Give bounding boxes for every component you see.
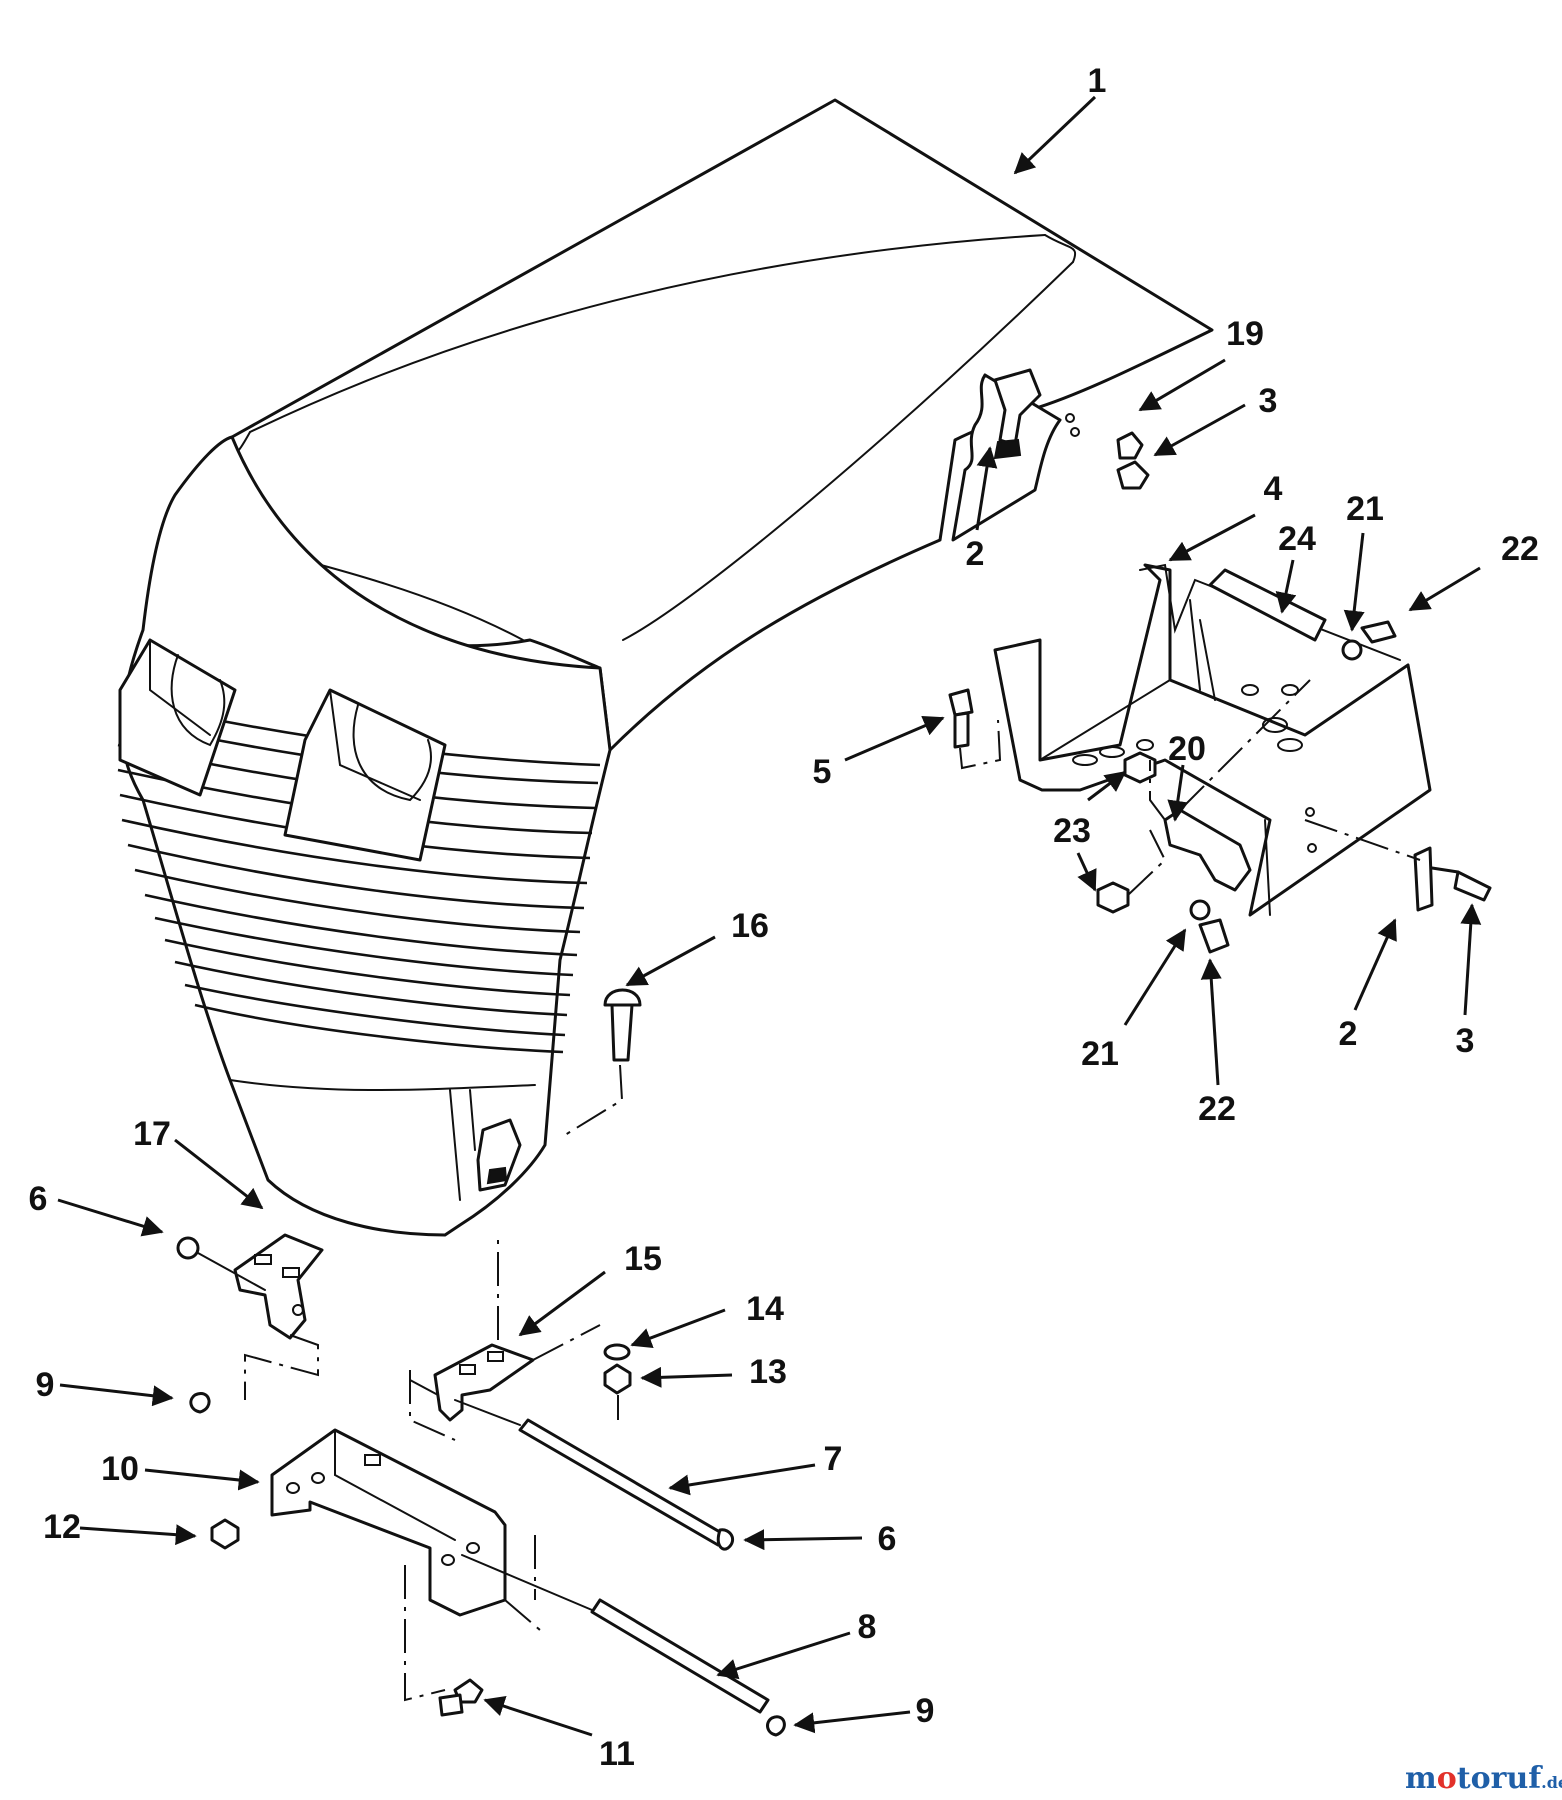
callout-2-lower: 2: [1339, 1015, 1358, 1053]
watermark: motoruf.de: [1405, 1761, 1562, 1796]
washer-6-left: [176, 1236, 200, 1260]
callout-6-left: 6: [29, 1180, 48, 1218]
bolt-11: [438, 1678, 484, 1717]
callout-15: 15: [624, 1240, 662, 1278]
callout-9-lower: 9: [916, 1692, 935, 1730]
nut-23-lower: [1096, 829, 1167, 914]
hood: [117, 98, 1214, 1237]
callout-14: 14: [746, 1290, 784, 1328]
left-headlight: [118, 638, 237, 797]
callout-5: 5: [813, 753, 832, 791]
callout-24: 24: [1278, 520, 1316, 558]
callout-12: 12: [43, 1508, 81, 1546]
latch-screws: [1116, 431, 1150, 490]
callout-23-upper: 23: [1053, 812, 1091, 850]
watermark-text: motoruf.de: [1405, 1761, 1562, 1796]
callout-6-lower: 6: [878, 1520, 897, 1558]
nut-12: [210, 1518, 240, 1550]
right-headlight: [283, 688, 447, 862]
callout-16: 16: [731, 907, 769, 945]
callout-8: 8: [858, 1608, 877, 1646]
bracket-assembly: [993, 563, 1432, 917]
callout-3-lower: 3: [1456, 1022, 1475, 1060]
callout-13: 13: [749, 1353, 787, 1391]
clip-2-and-pin-3: [1304, 819, 1492, 912]
screws-lower: [1189, 899, 1230, 954]
callout-4: 4: [1264, 470, 1283, 508]
callout-2-top: 2: [966, 535, 985, 573]
clip-20: [1149, 679, 1311, 892]
callout-3-top: 3: [1259, 382, 1278, 420]
callout-10: 10: [101, 1450, 139, 1488]
clip-9-lower: [766, 1715, 786, 1737]
callout-9-left: 9: [36, 1366, 55, 1404]
callout-21-lower: 21: [1081, 1035, 1119, 1073]
clip-9-left: [189, 1392, 211, 1414]
bracket-10: [270, 1428, 541, 1702]
callout-17: 17: [133, 1115, 171, 1153]
callout-20: 20: [1168, 730, 1206, 768]
bolt-5: [948, 688, 1002, 770]
bracket-15: [409, 1240, 601, 1441]
callout-11: 11: [599, 1735, 635, 1773]
leader-lines: [57, 95, 1482, 1737]
callout-21-top: 21: [1346, 490, 1384, 528]
callout-1: 1: [1088, 62, 1107, 100]
washer-14-nut-13: [603, 1343, 632, 1420]
callout-19: 19: [1226, 315, 1264, 353]
callout-22-top: 22: [1501, 530, 1539, 568]
carriage-bolt-16: [564, 988, 642, 1136]
callout-22-lower: 22: [1198, 1090, 1236, 1128]
rod-7: [454, 1399, 734, 1551]
callout-labels: 1 19 3 2 4 24 21 22 5 20 23 23 21 22 2 3…: [29, 62, 1539, 1773]
callout-7: 7: [824, 1440, 843, 1478]
bracket-17: [233, 1233, 324, 1400]
rod-8: [461, 1554, 770, 1714]
rod-24: [1208, 568, 1327, 642]
screws-top: [1341, 620, 1397, 661]
